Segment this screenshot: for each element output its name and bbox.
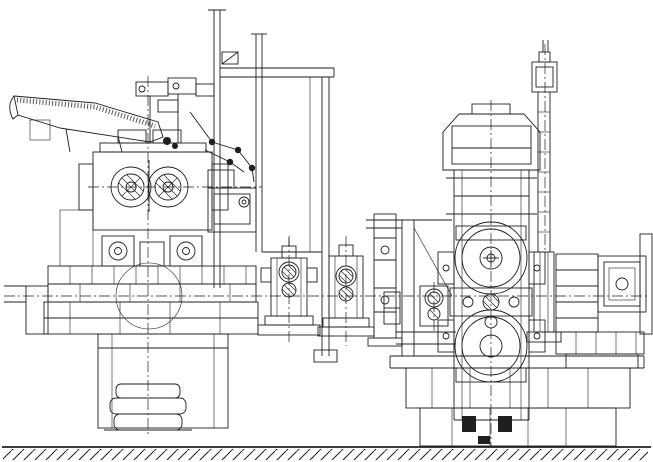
flywheel-circle — [115, 262, 183, 330]
foundation-pedestal — [97, 333, 229, 429]
centerlines — [4, 44, 650, 446]
anchor-pad — [462, 416, 476, 432]
top-gear-cluster — [135, 77, 215, 143]
side-gearbox — [207, 169, 257, 233]
pinch-roll-unit-2 — [317, 244, 375, 337]
building-columns — [208, 9, 338, 363]
anchor-pad — [498, 416, 512, 432]
bottom-backup-roll — [454, 309, 528, 383]
anchor-pad — [478, 436, 490, 444]
edger-rolls — [110, 166, 189, 208]
guide-frame — [367, 213, 403, 347]
mill-housing — [437, 170, 546, 421]
main-mill-stand — [389, 40, 653, 447]
entry-lattice — [366, 219, 456, 356]
feed-chute — [9, 95, 178, 153]
bearing-pedestals — [101, 235, 203, 267]
roll-housing — [59, 129, 229, 267]
top-backup-roll — [454, 221, 528, 295]
mill-foundation — [389, 355, 645, 447]
ground-line — [2, 446, 651, 460]
right-drive-platform — [555, 233, 653, 369]
lever-linkage — [189, 111, 256, 183]
mill-hood — [442, 103, 541, 171]
bottom-drive-unit — [104, 383, 192, 431]
base-platform — [4, 262, 259, 335]
left-roll-stand — [4, 77, 259, 431]
screwdown-cylinder — [526, 40, 562, 343]
pinch-roll-unit-1 — [257, 238, 321, 336]
